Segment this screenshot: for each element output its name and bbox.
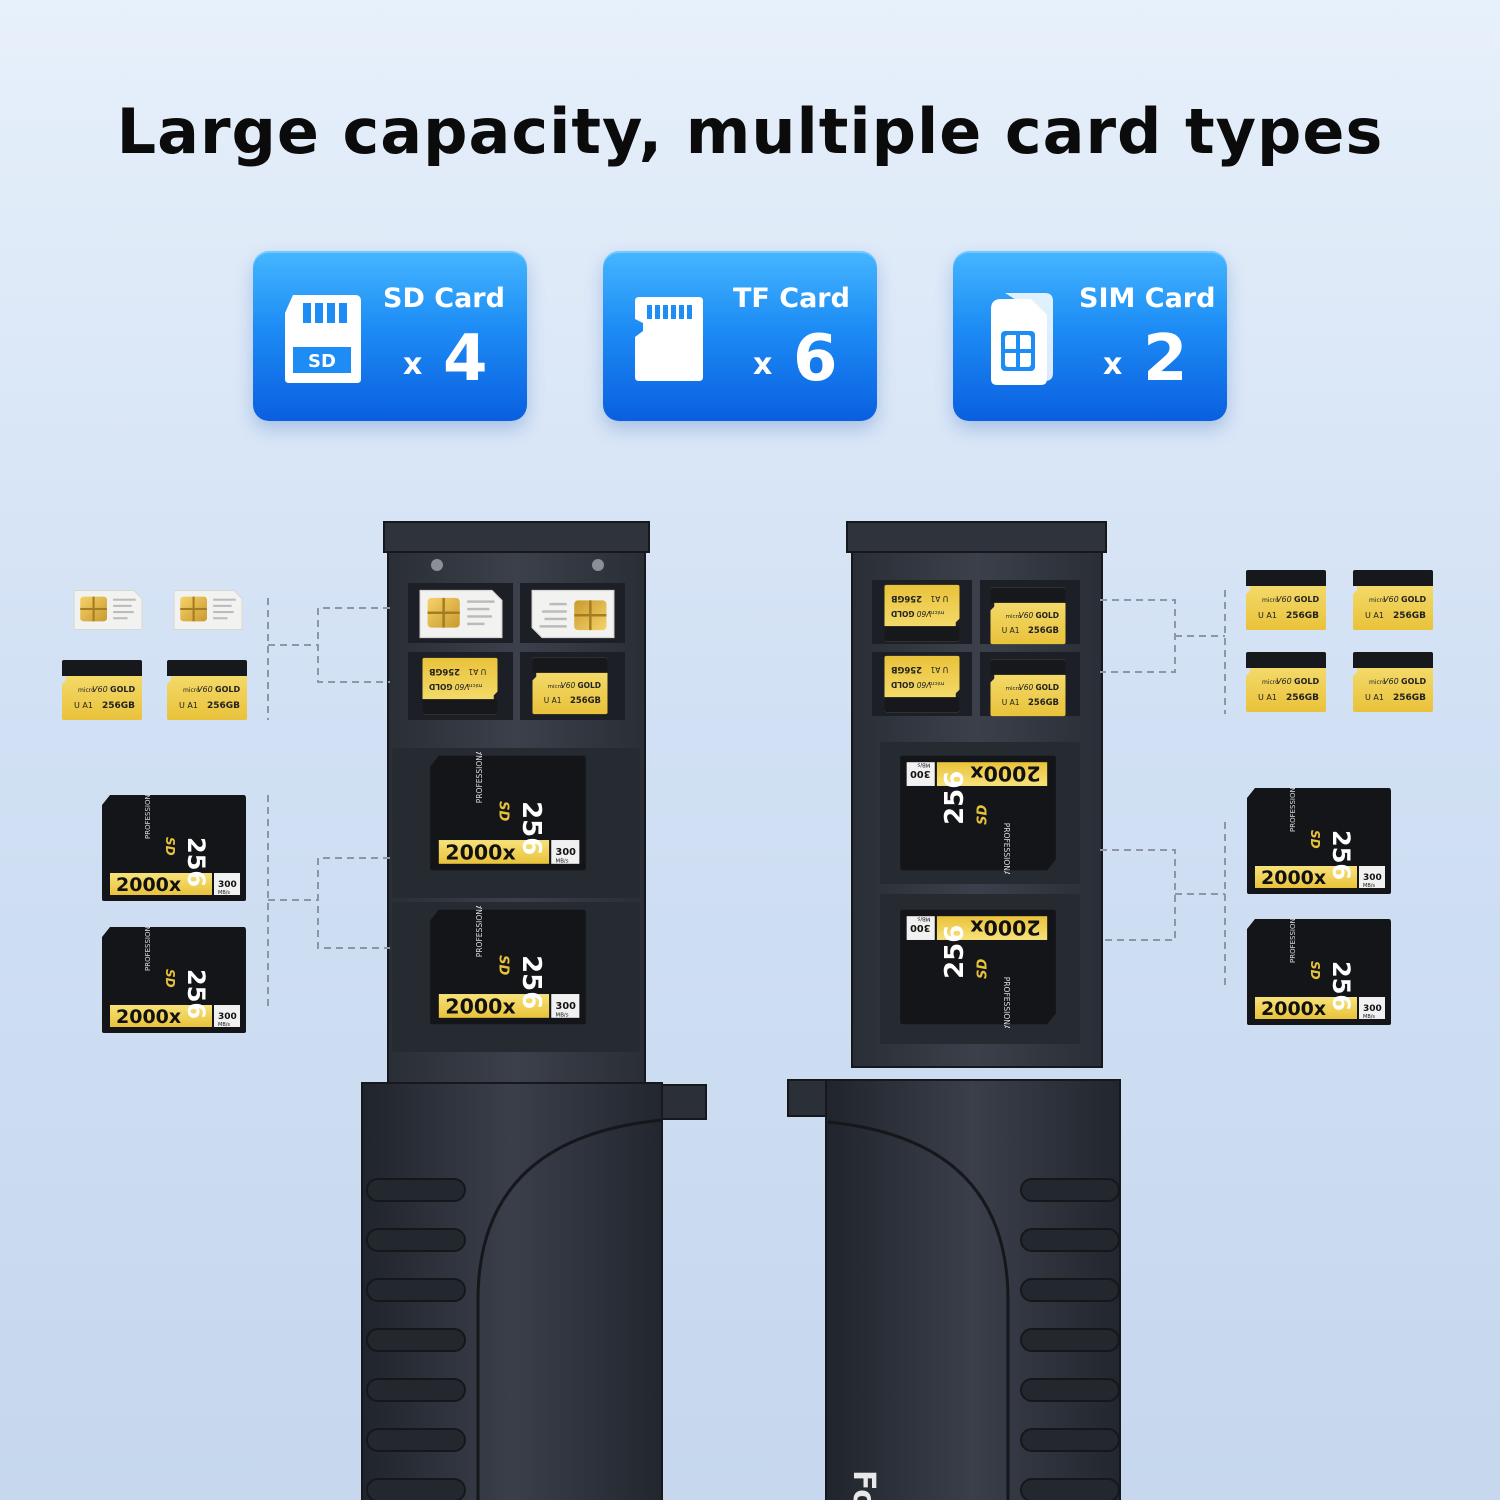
- sd-card: [1247, 785, 1391, 894]
- tf-card: [990, 587, 1066, 645]
- sim-card: [419, 589, 503, 639]
- badge-sd-card: SD SD Card x 4: [253, 251, 527, 421]
- tf-card: [62, 660, 142, 720]
- badge-label: TF Card: [733, 283, 850, 314]
- tf-card: [990, 659, 1066, 717]
- connector-lines: [267, 590, 1226, 1010]
- tf-card-icon: [635, 297, 703, 381]
- tf-card: [884, 655, 960, 713]
- sd-card: [900, 909, 1056, 1028]
- left-loose-cards: [62, 589, 247, 1033]
- sd-card: [1247, 916, 1391, 1025]
- badge-label: SIM Card: [1079, 283, 1216, 314]
- sd-card: [900, 755, 1056, 874]
- sim-card: [173, 589, 243, 631]
- right-loose-cards: [1246, 570, 1433, 1025]
- tf-card: [884, 584, 960, 642]
- right-case: Fo: [787, 521, 1121, 1500]
- badge-label: SD Card: [383, 283, 505, 314]
- sd-card: [430, 906, 586, 1025]
- tf-card: [422, 657, 498, 715]
- tf-card: [1353, 652, 1433, 712]
- badge-count: 2: [1143, 322, 1188, 396]
- tf-card: [1353, 570, 1433, 630]
- sd-card-icon: SD: [285, 295, 361, 383]
- badge-tf-card: TF Card x 6: [603, 251, 877, 421]
- sd-card: [102, 793, 246, 901]
- page-title: Large capacity, multiple card types: [116, 95, 1384, 168]
- tf-card: [167, 660, 247, 720]
- sim-card: [531, 589, 615, 639]
- badge-multiplier: x: [1103, 347, 1123, 382]
- left-case: [361, 521, 707, 1500]
- sim-card: [73, 589, 143, 631]
- sd-card: [430, 752, 586, 871]
- tf-card: [1246, 570, 1326, 630]
- tf-card: [532, 657, 608, 715]
- badge-multiplier: x: [403, 347, 423, 382]
- sim-card-icon: [991, 293, 1053, 385]
- badge-multiplier: x: [753, 347, 773, 382]
- sd-card: [102, 925, 246, 1033]
- screw-icon: [431, 559, 443, 571]
- tf-card: [1246, 652, 1326, 712]
- case-brand-logo: Fo: [846, 1470, 881, 1500]
- svg-text:SD: SD: [308, 351, 336, 372]
- screw-icon: [592, 559, 604, 571]
- badge-sim-card: SIM Card x 2: [953, 251, 1227, 421]
- badge-count: 4: [443, 322, 488, 396]
- badge-count: 6: [793, 322, 838, 396]
